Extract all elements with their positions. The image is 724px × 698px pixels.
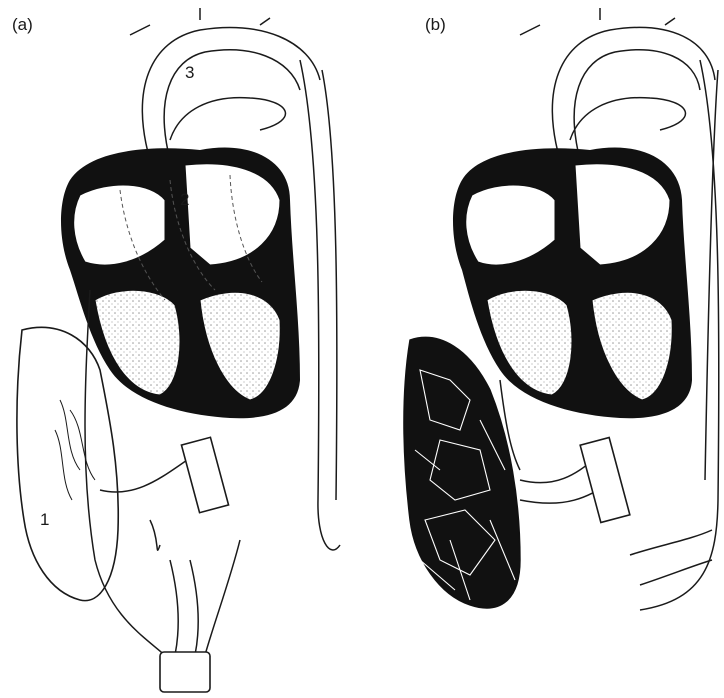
- label-2: 2: [180, 190, 189, 209]
- organ-1: [17, 327, 118, 600]
- panel-b: (b): [404, 8, 719, 610]
- arch-branches-b: [520, 8, 675, 35]
- pulmonary-arch-b: [570, 98, 685, 140]
- label-1: 1: [40, 510, 49, 529]
- label-3: 3: [185, 63, 194, 82]
- lower-vessels-b: [630, 530, 712, 585]
- panel-label-a: (a): [12, 15, 33, 34]
- arch-branches-a: [130, 8, 270, 35]
- capillary-bed-a: [181, 437, 228, 512]
- panel-label-b: (b): [425, 15, 446, 34]
- umbilical-cord-a: [160, 652, 210, 692]
- descending-aorta-a: [300, 60, 340, 550]
- lung-vessel-a: [150, 520, 160, 550]
- pulmonary-arch-a: [170, 98, 285, 140]
- panel-a: (a) 1 2 3: [12, 8, 340, 692]
- descending-aorta-b-inner: [705, 70, 718, 480]
- descending-aorta-a-inner: [322, 70, 337, 500]
- capillary-bed-b: [580, 437, 630, 522]
- aortic-arch-a: [142, 27, 320, 160]
- umbilical-vessels-a: [170, 540, 240, 655]
- aortic-arch-b-inner: [574, 50, 700, 160]
